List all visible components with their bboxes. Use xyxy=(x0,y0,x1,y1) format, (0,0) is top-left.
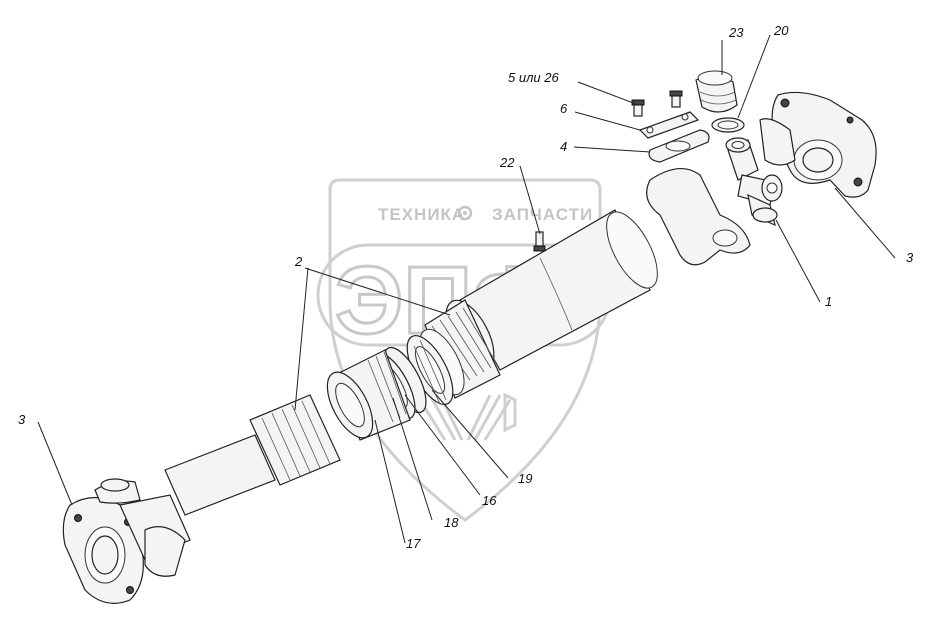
flange-yoke-left xyxy=(62,478,191,604)
label-20: 20 xyxy=(773,23,789,38)
bearing-cap xyxy=(695,70,738,113)
grease-fitting xyxy=(533,231,546,252)
lock-plate xyxy=(638,111,700,139)
tube-yoke xyxy=(646,168,751,266)
seal-cage xyxy=(326,349,411,441)
callout-labels: 23 20 5 или 26 6 4 22 2 3 1 19 16 18 17 … xyxy=(18,23,914,551)
label-6: 6 xyxy=(560,101,568,116)
label-23: 23 xyxy=(728,25,744,40)
gasket xyxy=(648,129,710,163)
watermark-brand-left: ТЕХНИКА xyxy=(378,205,465,224)
label-18: 18 xyxy=(444,515,459,530)
label-16: 16 xyxy=(482,493,497,508)
label-1: 1 xyxy=(825,294,832,309)
watermark-brand-right: ЗАПЧАСТИ xyxy=(492,205,593,224)
bolts xyxy=(631,90,683,117)
label-2: 2 xyxy=(294,254,303,269)
label-22: 22 xyxy=(499,155,515,170)
splined-shaft xyxy=(164,394,341,516)
label-4: 4 xyxy=(560,139,567,154)
label-3-right: 3 xyxy=(906,250,914,265)
label-17: 17 xyxy=(406,536,421,551)
label-5-or-26: 5 или 26 xyxy=(508,70,559,85)
leader-lines xyxy=(37,34,896,544)
label-19: 19 xyxy=(518,471,532,486)
spider-cross xyxy=(725,137,783,227)
flange-yoke-right xyxy=(759,91,877,198)
gear-icon xyxy=(457,205,473,221)
seal-ring xyxy=(711,117,745,133)
label-3-left: 3 xyxy=(18,412,26,427)
